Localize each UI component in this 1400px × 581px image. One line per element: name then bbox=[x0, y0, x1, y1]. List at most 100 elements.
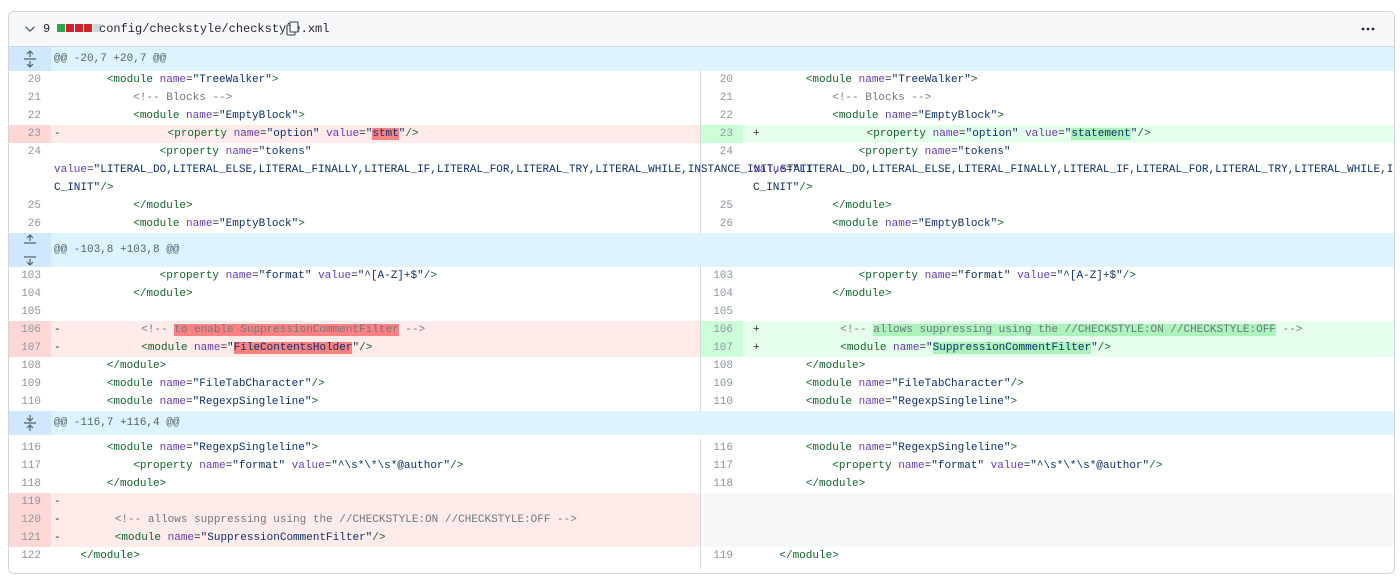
left-pane: 22 <module name="EmptyBlock"> bbox=[9, 107, 700, 125]
hunk-header-text: @@ -103,8 +103,8 @@ bbox=[54, 244, 180, 256]
line-number[interactable]: 26 bbox=[27, 218, 41, 230]
code-line: <property name="option" value="stmt"/> bbox=[167, 128, 419, 140]
line-number[interactable]: 110 bbox=[713, 396, 733, 408]
split-divider bbox=[700, 439, 701, 457]
file-name-link[interactable]: config/checkstyle/checkstyle.xml bbox=[99, 22, 330, 36]
line-number[interactable]: 106 bbox=[701, 321, 743, 339]
line-number[interactable]: 120 bbox=[9, 511, 51, 529]
split-divider bbox=[700, 457, 701, 475]
split-divider bbox=[700, 143, 701, 197]
right-pane: 117 <property name="format" value="^\s*\… bbox=[701, 457, 1394, 475]
right-pane: 21 <!-- Blocks --> bbox=[701, 89, 1394, 107]
diff-sign: - bbox=[54, 514, 61, 526]
left-pane: 107- <module name="FileContentsHolder"/> bbox=[9, 339, 700, 357]
line-number[interactable]: 116 bbox=[21, 442, 41, 454]
line-number[interactable]: 117 bbox=[21, 460, 41, 472]
line-number[interactable]: 108 bbox=[21, 360, 41, 372]
diff-row: 105 105 bbox=[9, 303, 1394, 321]
code-line: <module name="RegexpSingleline"> bbox=[106, 396, 319, 408]
diffstat bbox=[57, 24, 101, 32]
line-number[interactable]: 110 bbox=[21, 396, 41, 408]
code-line: <!-- Blocks --> bbox=[54, 92, 233, 104]
line-number[interactable]: 103 bbox=[713, 270, 733, 282]
line-number[interactable]: 24 bbox=[27, 146, 41, 158]
line-number[interactable]: 118 bbox=[713, 478, 733, 490]
line-number[interactable]: 108 bbox=[713, 360, 733, 372]
split-divider bbox=[700, 89, 701, 107]
diff-sign: + bbox=[753, 342, 760, 354]
code-line: <module name="EmptyBlock"> bbox=[832, 110, 1004, 122]
left-pane: 118 </module> bbox=[9, 475, 700, 493]
line-number[interactable]: 20 bbox=[27, 74, 41, 86]
line-number[interactable]: 21 bbox=[27, 92, 41, 104]
split-divider bbox=[700, 375, 701, 393]
left-pane: 108 </module> bbox=[9, 357, 700, 375]
unfold-icon[interactable] bbox=[9, 411, 51, 435]
line-number[interactable]: 24 bbox=[719, 146, 733, 158]
diff-row-changed: 23- <property name="option" value="stmt"… bbox=[9, 125, 1394, 143]
left-pane: 25 </module> bbox=[9, 197, 700, 215]
line-number[interactable]: 122 bbox=[21, 550, 41, 562]
line-number[interactable]: 20 bbox=[719, 74, 733, 86]
code-line: </module> bbox=[106, 360, 167, 372]
copy-icon[interactable] bbox=[286, 21, 300, 37]
right-pane bbox=[701, 493, 1394, 511]
code-line: <!-- allows suppressing using the //CHEC… bbox=[114, 514, 577, 526]
split-divider bbox=[700, 197, 701, 215]
split-divider bbox=[700, 321, 701, 339]
chevron-down-icon[interactable] bbox=[23, 22, 37, 36]
line-number[interactable]: 109 bbox=[713, 378, 733, 390]
left-pane: 109 <module name="FileTabCharacter"/> bbox=[9, 375, 700, 393]
unfold-icon[interactable] bbox=[9, 47, 51, 71]
line-number[interactable]: 105 bbox=[713, 306, 733, 318]
right-pane: 23+ <property name="option" value="state… bbox=[701, 125, 1394, 143]
line-number[interactable]: 118 bbox=[21, 478, 41, 490]
line-number[interactable]: 107 bbox=[701, 339, 743, 357]
line-number[interactable]: 104 bbox=[21, 288, 41, 300]
line-number[interactable]: 22 bbox=[719, 110, 733, 122]
line-number[interactable]: 25 bbox=[719, 200, 733, 212]
line-number[interactable]: 25 bbox=[27, 200, 41, 212]
split-divider bbox=[700, 475, 701, 493]
left-pane: 105 bbox=[9, 303, 700, 321]
split-divider bbox=[700, 511, 701, 529]
kebab-horizontal-icon[interactable] bbox=[1360, 21, 1376, 37]
code-line: value="LITERAL_DO,LITERAL_ELSE,LITERAL_F… bbox=[54, 164, 814, 176]
code-line: <module name="EmptyBlock"> bbox=[133, 110, 305, 122]
line-number[interactable]: 107 bbox=[9, 339, 51, 357]
diff-sign: - bbox=[54, 532, 61, 544]
unfold-icon[interactable] bbox=[9, 233, 51, 267]
line-number[interactable]: 119 bbox=[713, 550, 733, 562]
line-number[interactable]: 103 bbox=[21, 270, 41, 282]
line-number[interactable]: 104 bbox=[713, 288, 733, 300]
code-line: <property name="format" value="^\s*\*\s*… bbox=[832, 460, 1163, 472]
change-count: 9 bbox=[43, 22, 51, 36]
line-number[interactable]: 23 bbox=[701, 125, 743, 143]
right-pane bbox=[701, 511, 1394, 529]
left-pane: 119- bbox=[9, 493, 700, 511]
line-number[interactable]: 116 bbox=[713, 442, 733, 454]
line-number[interactable]: 117 bbox=[713, 460, 733, 472]
right-pane: 103 <property name="format" value="^[A-Z… bbox=[701, 267, 1394, 285]
diffstat-block bbox=[75, 24, 83, 32]
line-number[interactable]: 106 bbox=[9, 321, 51, 339]
line-number[interactable]: 21 bbox=[719, 92, 733, 104]
diff-row: 104 </module> 104 </module> bbox=[9, 285, 1394, 303]
code-line: <module name="SuppressionCommentFilter"/… bbox=[114, 532, 386, 544]
line-number[interactable]: 26 bbox=[719, 218, 733, 230]
line-number[interactable]: 119 bbox=[9, 493, 51, 511]
line-number[interactable]: 109 bbox=[21, 378, 41, 390]
diff-row: 108 </module> 108 </module> bbox=[9, 357, 1394, 375]
line-number[interactable]: 121 bbox=[9, 529, 51, 547]
code-line: <module name="TreeWalker"> bbox=[805, 74, 978, 86]
line-number[interactable]: 23 bbox=[9, 125, 51, 143]
diff-row: 116 <module name="RegexpSingleline"> 116… bbox=[9, 439, 1394, 457]
code-line: </module> bbox=[805, 360, 866, 372]
hunk-background bbox=[9, 233, 1394, 267]
diff-sign: - bbox=[54, 342, 61, 354]
line-number[interactable]: 22 bbox=[27, 110, 41, 122]
line-number[interactable]: 105 bbox=[21, 306, 41, 318]
code-line: </module> bbox=[133, 200, 193, 212]
code-line: <module name="TreeWalker"> bbox=[106, 74, 279, 86]
split-divider bbox=[700, 285, 701, 303]
